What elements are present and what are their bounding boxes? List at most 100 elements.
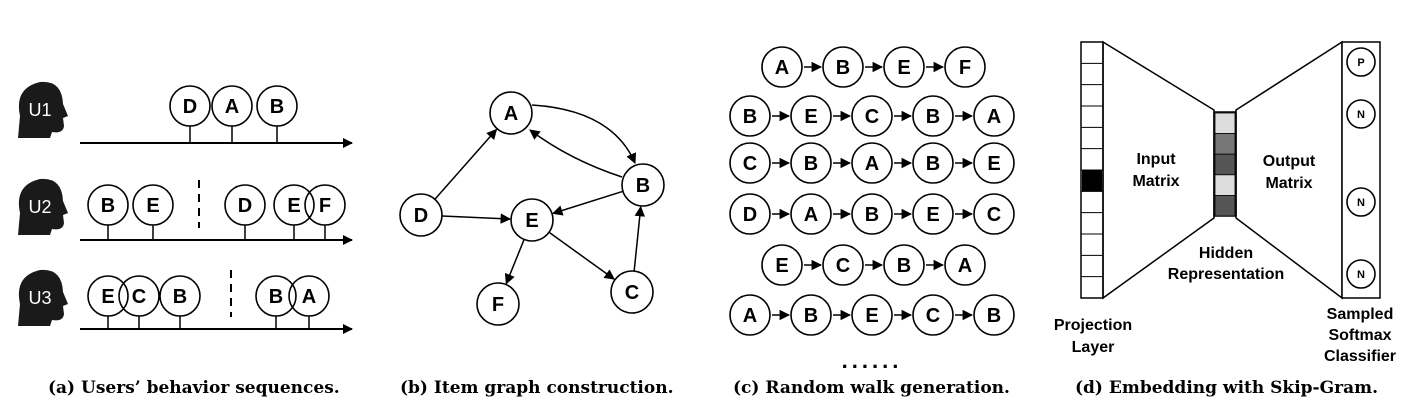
walk-node-c: C (822, 244, 864, 286)
graph-node-d-label: D (414, 205, 428, 227)
walk-node-a: A (761, 46, 803, 88)
classifier-node-n: N (1346, 187, 1376, 217)
graph-node-a: A (489, 91, 533, 135)
walk-node-e-label: E (987, 153, 1000, 175)
graph-node-f: F (476, 282, 520, 326)
walk-node-a: A (944, 244, 986, 286)
behavior-item-e: E (273, 184, 315, 226)
caption-d: (d) Embedding with Skip-Gram. (1075, 378, 1379, 398)
edge-e-c (548, 231, 615, 280)
walk-node-e-label: E (804, 106, 817, 128)
hidden-unit (1214, 112, 1236, 135)
walk-node-e-label: E (865, 305, 878, 327)
edge-a-b (531, 104, 637, 164)
behavior-item-e: E (87, 275, 129, 317)
behavior-item-e-label: E (287, 195, 300, 217)
behavior-item-b: B (255, 275, 297, 317)
behavior-item-b-label: B (269, 286, 283, 308)
graph-node-e-label: E (525, 210, 538, 232)
walk-node-c-label: C (987, 204, 1001, 226)
user-head-icon: U1 (18, 81, 68, 138)
walk-node-e: E (790, 95, 832, 137)
classifier-node-n: N (1346, 99, 1376, 129)
behavior-item-a-label: A (302, 286, 316, 308)
behavior-item-f: F (304, 184, 346, 226)
behavior-item-a-label: A (225, 96, 239, 118)
walk-node-a-label: A (804, 204, 818, 226)
walk-node-d: D (729, 193, 771, 235)
walk-node-c: C (729, 142, 771, 184)
user-head-icon: U3 (18, 269, 68, 326)
walk-node-e: E (973, 142, 1015, 184)
projection-active-cell (1082, 170, 1102, 192)
walk-node-e-label: E (926, 204, 939, 226)
graph-node-b-label: B (636, 175, 650, 197)
walk-node-b: B (912, 95, 954, 137)
walk-node-e: E (912, 193, 954, 235)
graph-node-d: D (399, 193, 443, 237)
behavior-item-e: E (132, 184, 174, 226)
walk-node-e: E (851, 294, 893, 336)
walk-node-b: B (790, 294, 832, 336)
classifier-layer (1341, 41, 1381, 299)
behavior-item-d: D (224, 184, 266, 226)
hidden-unit (1214, 153, 1236, 176)
edge-c-b (633, 205, 646, 272)
walk-node-b-label: B (897, 255, 911, 277)
walk-node-e: E (761, 244, 803, 286)
walk-node-b-label: B (804, 305, 818, 327)
walk-node-b-label: B (743, 106, 757, 128)
walk-node-d-label: D (743, 204, 757, 226)
walk-node-b: B (912, 142, 954, 184)
classifier-node-n-label: N (1357, 197, 1365, 209)
input-matrix-trapezoid (1102, 40, 1215, 300)
edge-d-e (441, 213, 512, 224)
walk-node-a: A (973, 95, 1015, 137)
user-label: U2 (28, 197, 51, 217)
walk-node-a-label: A (743, 305, 757, 327)
walk-node-b: B (973, 294, 1015, 336)
edge-d-a (434, 128, 498, 200)
behavior-item-f-label: F (319, 195, 331, 217)
walk-node-f: F (944, 46, 986, 88)
walk-node-b: B (729, 95, 771, 137)
behavior-item-c: C (118, 275, 160, 317)
behavior-item-c-label: C (132, 286, 146, 308)
edge-b-e (551, 190, 624, 216)
behavior-item-b-label: B (101, 195, 115, 217)
behavior-item-e-label: E (146, 195, 159, 217)
walk-node-a: A (729, 294, 771, 336)
walk-node-c: C (851, 95, 893, 137)
caption-c: (c) Random walk generation. (733, 378, 1010, 398)
hidden-unit (1214, 194, 1236, 217)
classifier-node-p: P (1346, 47, 1376, 77)
behavior-item-a: A (211, 85, 253, 127)
behavior-item-e-label: E (101, 286, 114, 308)
walk-node-c-label: C (865, 106, 879, 128)
behavior-item-b: B (87, 184, 129, 226)
behavior-item-b: B (256, 85, 298, 127)
graph-node-a-label: A (504, 103, 518, 125)
behavior-item-d-label: D (238, 195, 252, 217)
walk-node-b: B (822, 46, 864, 88)
classifier-node-n: N (1346, 259, 1376, 289)
walk-node-b-label: B (865, 204, 879, 226)
walk-node-e-label: E (897, 57, 910, 79)
classifier-node-n-label: N (1357, 109, 1365, 121)
hidden-unit (1214, 133, 1236, 155)
walk-node-e-label: E (775, 255, 788, 277)
behavior-item-b: B (159, 275, 201, 317)
walk-node-a-label: A (987, 106, 1001, 128)
walk-node-c-label: C (926, 305, 940, 327)
